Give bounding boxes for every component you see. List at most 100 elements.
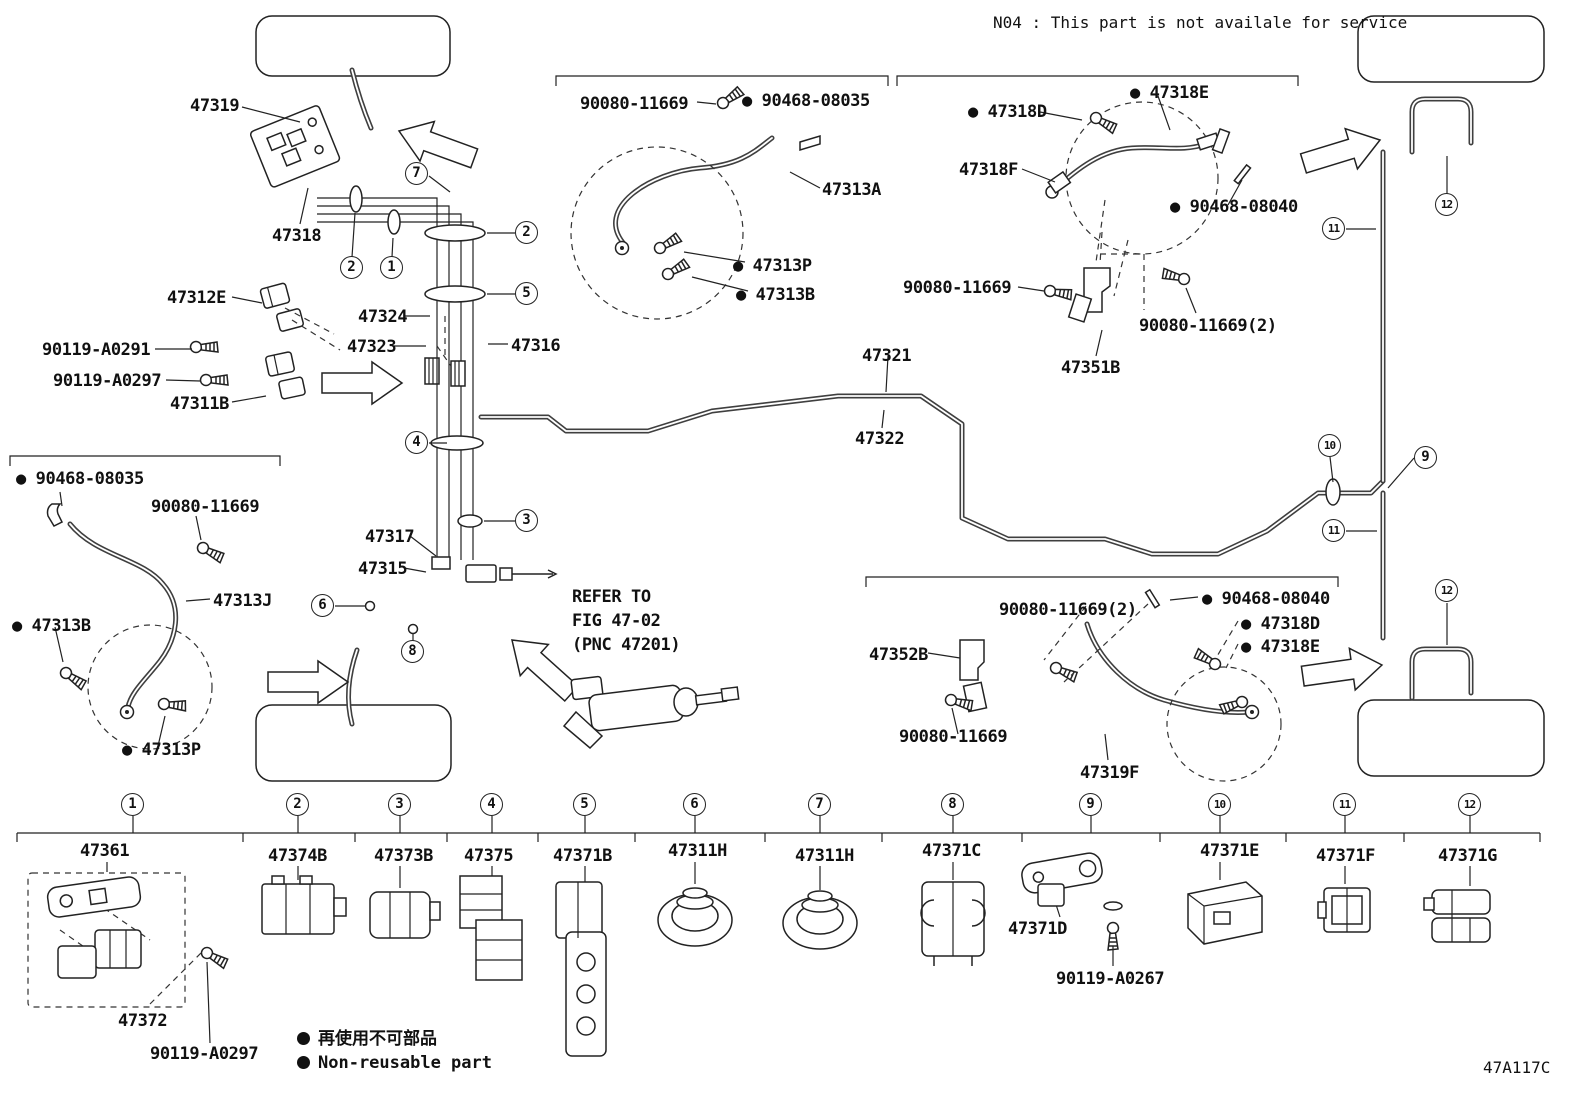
union-47315-47317 xyxy=(431,556,558,583)
label-47318E-top: ● 47318E xyxy=(1130,83,1209,103)
label-47313B-top: ● 47313B xyxy=(736,285,815,305)
label-47318F: 47318F xyxy=(959,160,1019,180)
legend-callout-4: 4 xyxy=(480,793,503,816)
clamps-47312E-47311B xyxy=(259,282,306,400)
legend-icon-47373B xyxy=(369,891,441,939)
label-47318D-bottom: ● 47318D xyxy=(1241,614,1320,634)
legend-label-47371F: 47371F xyxy=(1316,846,1376,866)
label-47313B-left: ● 47313B xyxy=(12,616,91,636)
detail-circles xyxy=(87,101,1282,782)
leader-lines xyxy=(54,95,1471,1044)
legend-label-47311H-b: 47311H xyxy=(795,846,855,866)
callout-11a: 11 xyxy=(1322,217,1345,240)
label-90080-11669-bottom: 90080-11669 xyxy=(899,727,1008,747)
label-47313P-top: ● 47313P xyxy=(733,256,812,276)
brake-hoses xyxy=(70,138,1260,720)
non-reusable-note-jp: 再使用不可部品 xyxy=(297,1024,437,1049)
bracket-47351B xyxy=(1047,127,1252,323)
legend-icon-47371F xyxy=(1317,887,1371,933)
legend-label-47372: 47372 xyxy=(118,1011,168,1031)
legend-label-47371G: 47371G xyxy=(1438,846,1498,866)
legend-callout-6: 6 xyxy=(683,793,706,816)
bracket-47352B xyxy=(959,588,1161,713)
non-reusable-dot-icon xyxy=(297,1056,310,1069)
connectors-47324-47323 xyxy=(424,357,466,387)
label-90080-11669-mid: 90080-11669 xyxy=(903,278,1012,298)
legend-label-47361: 47361 xyxy=(80,841,130,861)
label-47323: 47323 xyxy=(347,337,397,357)
non-reusable-note-jp-text: 再使用不可部品 xyxy=(318,1029,437,1049)
callout-1: 1 xyxy=(380,256,403,279)
label-47313A: 47313A xyxy=(822,180,882,200)
callout-10: 10 xyxy=(1318,434,1341,457)
legend-label-47371E: 47371E xyxy=(1200,841,1260,861)
legend-icon-47371B xyxy=(555,881,607,1057)
label-90080-11669-top: 90080-11669 xyxy=(580,94,689,114)
legend-icon-47311H-a xyxy=(657,887,733,947)
legend-callout-1: 1 xyxy=(121,793,144,816)
figure-code: 47A117C xyxy=(1483,1058,1551,1077)
label-47322: 47322 xyxy=(855,429,905,449)
legend-callout-2: 2 xyxy=(286,793,309,816)
label-pnc-47201: (PNC 47201) xyxy=(572,635,681,655)
label-47315: 47315 xyxy=(358,559,408,579)
label-fig-47-02: FIG 47-02 xyxy=(572,611,661,631)
label-47352B: 47352B xyxy=(869,645,929,665)
label-47318D-top: ● 47318D xyxy=(968,102,1047,122)
legend-icon-47371G xyxy=(1423,889,1491,943)
legend-label-90119-A0297: 90119-A0297 xyxy=(150,1044,259,1064)
label-47317: 47317 xyxy=(365,527,415,547)
label-refer-to: REFER TO xyxy=(572,587,651,607)
legend-callout-10: 10 xyxy=(1208,793,1231,816)
group-brackets xyxy=(9,75,1339,587)
legend-label-47311H-a: 47311H xyxy=(668,841,728,861)
label-47319F: 47319F xyxy=(1080,763,1140,783)
legend-label-47375: 47375 xyxy=(464,846,514,866)
legend-callout-3: 3 xyxy=(388,793,411,816)
legend-icon-47371C xyxy=(920,881,986,966)
callout-12b: 12 xyxy=(1435,579,1458,602)
label-47321: 47321 xyxy=(862,346,912,366)
tube-clamp-marks xyxy=(349,185,1341,635)
clips-90468 xyxy=(46,134,821,527)
label-90080-11669-2: 90080-11669(2) xyxy=(1139,316,1277,336)
callout-7: 7 xyxy=(405,162,428,185)
callout-6: 6 xyxy=(311,594,334,617)
label-90080-11669-left: 90080-11669 xyxy=(151,497,260,517)
legend-callout-9: 9 xyxy=(1079,793,1102,816)
legend-icon-47375 xyxy=(459,875,523,981)
callout-4: 4 xyxy=(405,431,428,454)
callout-3: 3 xyxy=(515,509,538,532)
legend-label-90119-A0267: 90119-A0267 xyxy=(1056,969,1165,989)
dashed-leader-lines xyxy=(59,199,1239,1005)
callout-11b: 11 xyxy=(1322,519,1345,542)
label-47316: 47316 xyxy=(511,336,561,356)
label-90119-A0291: 90119-A0291 xyxy=(42,340,151,360)
master-cylinder-illustration xyxy=(562,675,740,750)
legend-icon-47311H-b xyxy=(782,890,858,950)
label-47313J: 47313J xyxy=(213,591,273,611)
label-47312E: 47312E xyxy=(167,288,227,308)
label-47324: 47324 xyxy=(358,307,408,327)
label-90119-A0297: 90119-A0297 xyxy=(53,371,162,391)
legend-icon-47371D xyxy=(1021,852,1123,911)
callout-2b: 2 xyxy=(515,221,538,244)
legend-label-47371B: 47371B xyxy=(553,846,613,866)
label-47313P-left: ● 47313P xyxy=(122,740,201,760)
non-reusable-dot-icon xyxy=(297,1032,310,1045)
label-90468-08040-bottom: ● 90468-08040 xyxy=(1202,589,1330,609)
legend-callout-8: 8 xyxy=(941,793,964,816)
legend-label-47371D: 47371D xyxy=(1008,919,1068,939)
label-47318: 47318 xyxy=(272,226,322,246)
service-note: N04 : This part is not availale for serv… xyxy=(993,13,1408,32)
label-90080-11669-2-bottom: 90080-11669(2) xyxy=(999,600,1137,620)
legend-callout-11: 11 xyxy=(1333,793,1356,816)
legend-icon-47374B xyxy=(261,875,347,935)
callout-9: 9 xyxy=(1414,446,1437,469)
label-90468-08040-top: ● 90468-08040 xyxy=(1170,197,1298,217)
label-90468-08035-top: ● 90468-08035 xyxy=(742,91,870,111)
legend-callout-5: 5 xyxy=(573,793,596,816)
non-reusable-note-en-text: Non-reusable part xyxy=(318,1053,492,1073)
